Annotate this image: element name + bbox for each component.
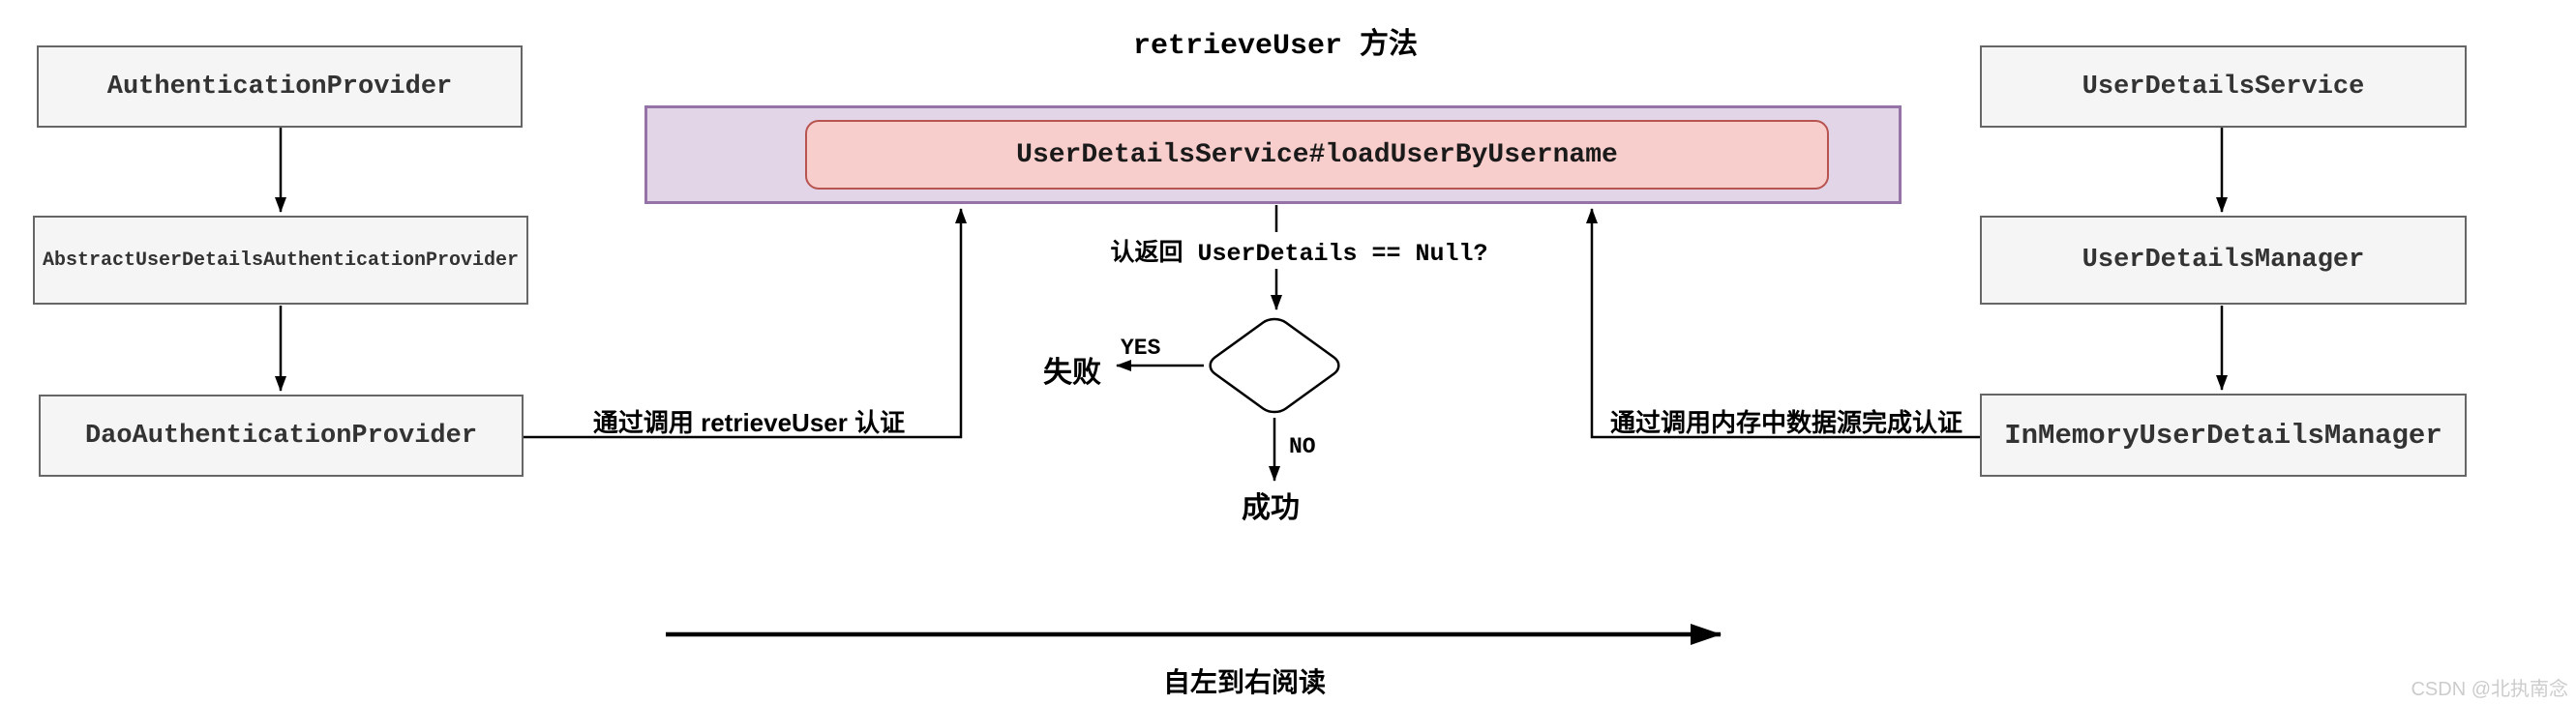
reading-direction-label: 自左到右阅读 [1162,667,1326,697]
node-dao-authentication-provider: DaoAuthenticationProvider [39,395,524,477]
diagram-title: retrieveUser 方法 [1132,30,1419,63]
right-edge-label: 通过调用内存中数据源完成认证 [1609,408,1962,437]
left-edge-label: 通过调用 retrieveUser 认证 [592,408,906,437]
arrow-inmemory-to-loaduser [1586,208,1980,439]
node-user-details-manager: UserDetailsManager [1980,216,2467,305]
yes-label: YES [1121,336,1161,361]
node-abstract-user-details-authentication-provider: AbstractUserDetailsAuthenticationProvide… [33,216,528,305]
node-load-user-by-username: UserDetailsService#loadUserByUsername [805,120,1829,190]
success-label: 成功 [1242,492,1300,524]
node-authentication-provider: AuthenticationProvider [37,45,523,128]
arrow-dao-to-loaduser [524,208,967,439]
decision-question-label: 认返回 UserDetails == Null? [1079,232,1519,269]
node-in-memory-user-details-manager: InMemoryUserDetailsManager [1980,394,2467,477]
no-label: NO [1289,434,1316,459]
node-user-details-service: UserDetailsService [1980,45,2467,128]
decision-diamond [1204,314,1345,417]
fail-label: 失败 [1043,357,1101,389]
csdn-watermark: CSDN @北执南念 [2411,679,2568,700]
